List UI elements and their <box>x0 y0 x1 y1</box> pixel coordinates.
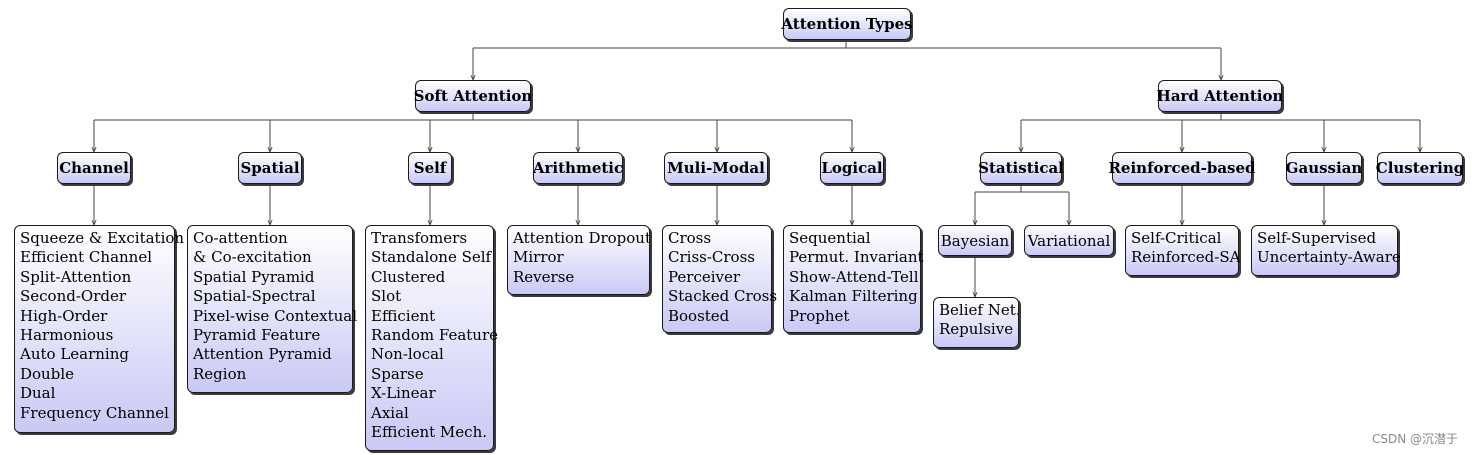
list-item: Stacked Cross <box>668 287 778 306</box>
spatial-label: Spatial <box>240 159 300 177</box>
list-item: Standalone Self <box>371 248 492 267</box>
hard-attention-label: Hard Attention <box>1156 87 1284 105</box>
channel-label: Channel <box>59 159 129 177</box>
logical-list: Sequential Permut. Invariant Show-Attend… <box>783 225 924 333</box>
multimodal-label: Muli-Modal <box>667 159 765 177</box>
list-item: Efficient Channel <box>20 248 153 267</box>
self-list: Transfomers Standalone Self Clustered Sl… <box>365 225 499 451</box>
list-item: Co-attention <box>193 229 288 247</box>
multimodal-list: Cross Criss-Cross Perceiver Stacked Cros… <box>662 225 778 333</box>
spatial-node: Spatial <box>238 152 302 184</box>
self-node: Self <box>408 152 452 184</box>
list-item: Self-Supervised <box>1257 229 1377 247</box>
list-item: Attention Pyramid <box>193 345 332 364</box>
list-item: Perceiver <box>668 267 741 286</box>
statistical-node: Statistical <box>978 152 1064 184</box>
channel-list: Squeeze & Excitation Efficient Channel S… <box>14 225 185 433</box>
reinforced-label: Reinforced-based <box>1108 159 1256 177</box>
list-item: Efficient Mech. <box>371 423 488 442</box>
list-item: Slot <box>371 287 402 306</box>
list-item: Pixel-wise Contextual <box>193 306 358 325</box>
root-label: Attention Types <box>781 15 913 33</box>
gaussian-label: Gaussian <box>1285 159 1363 177</box>
arithmetic-node: Arithmetic <box>533 152 623 184</box>
self-label: Self <box>413 159 447 177</box>
list-item: Dual <box>20 384 56 403</box>
list-item: Split-Attention <box>20 267 132 286</box>
list-item: Frequency Channel <box>20 403 169 422</box>
root-node: Attention Types <box>781 8 913 40</box>
list-item: X-Linear <box>371 384 436 403</box>
list-item: Kalman Filtering <box>789 287 918 306</box>
list-item: Region <box>193 364 247 383</box>
variational-node: Variational <box>1024 225 1114 256</box>
list-item: Clustered <box>371 267 446 286</box>
gaussian-list: Self-Supervised Uncertainty-Aware <box>1251 225 1401 276</box>
list-item: Non-local <box>371 345 444 364</box>
hard-attention-node: Hard Attention <box>1156 80 1284 112</box>
bayesian-label: Bayesian <box>940 231 1010 250</box>
list-item: Reverse <box>513 267 575 286</box>
list-item: Pyramid Feature <box>193 326 321 345</box>
list-item: Reinforced-SA <box>1131 248 1241 267</box>
list-item: Squeeze & Excitation <box>20 229 185 247</box>
list-item: Auto Learning <box>20 345 129 364</box>
list-item: Second-Order <box>20 287 127 306</box>
list-item: & Co-excitation <box>193 248 312 267</box>
list-item: Belief Net. <box>939 301 1021 319</box>
logical-node: Logical <box>820 152 884 184</box>
spatial-list: Co-attention & Co-excitation Spatial Pyr… <box>187 225 358 393</box>
list-item: Attention Dropout <box>513 229 651 247</box>
list-item: Repulsive <box>939 320 1014 339</box>
list-item: Mirror <box>513 248 564 267</box>
list-item: Spatial-Spectral <box>193 287 316 306</box>
list-item: Show-Attend-Tell <box>789 267 919 286</box>
statistical-label: Statistical <box>978 159 1064 177</box>
list-item: Efficient <box>371 306 436 325</box>
reinforced-list: Self-Critical Reinforced-SA <box>1125 225 1241 276</box>
bayesian-node: Bayesian <box>938 225 1012 256</box>
list-item: Permut. Invariant <box>789 248 924 267</box>
soft-attention-label: Soft Attention <box>413 87 533 105</box>
list-item: Sparse <box>371 364 424 383</box>
clustering-label: Clustering <box>1375 159 1465 177</box>
list-item: Boosted <box>668 306 730 325</box>
bayesian-list: Belief Net. Repulsive <box>933 297 1021 348</box>
reinforced-node: Reinforced-based <box>1108 152 1256 184</box>
list-item: Spatial Pyramid <box>193 267 315 286</box>
arithmetic-label: Arithmetic <box>532 159 624 177</box>
list-item: Criss-Cross <box>668 248 755 267</box>
multimodal-node: Muli-Modal <box>664 152 768 184</box>
list-item: Random Feature <box>371 326 499 345</box>
logical-label: Logical <box>821 159 883 177</box>
list-item: Self-Critical <box>1131 229 1222 247</box>
soft-attention-node: Soft Attention <box>413 80 533 112</box>
clustering-node: Clustering <box>1375 152 1465 184</box>
channel-node: Channel <box>57 152 131 184</box>
list-item: Cross <box>668 229 712 247</box>
list-item: Double <box>20 364 74 383</box>
list-item: High-Order <box>20 306 108 325</box>
list-item: Sequential <box>789 229 871 247</box>
gaussian-node: Gaussian <box>1286 152 1362 184</box>
arithmetic-list: Attention Dropout Mirror Reverse <box>507 225 651 295</box>
watermark: CSDN @沉潜于 <box>1371 432 1458 446</box>
list-item: Axial <box>371 403 409 422</box>
variational-label: Variational <box>1027 231 1111 250</box>
list-item: Transfomers <box>371 229 468 247</box>
list-item: Prophet <box>789 306 850 325</box>
list-item: Harmonious <box>20 326 114 345</box>
list-item: Uncertainty-Aware <box>1257 248 1401 267</box>
